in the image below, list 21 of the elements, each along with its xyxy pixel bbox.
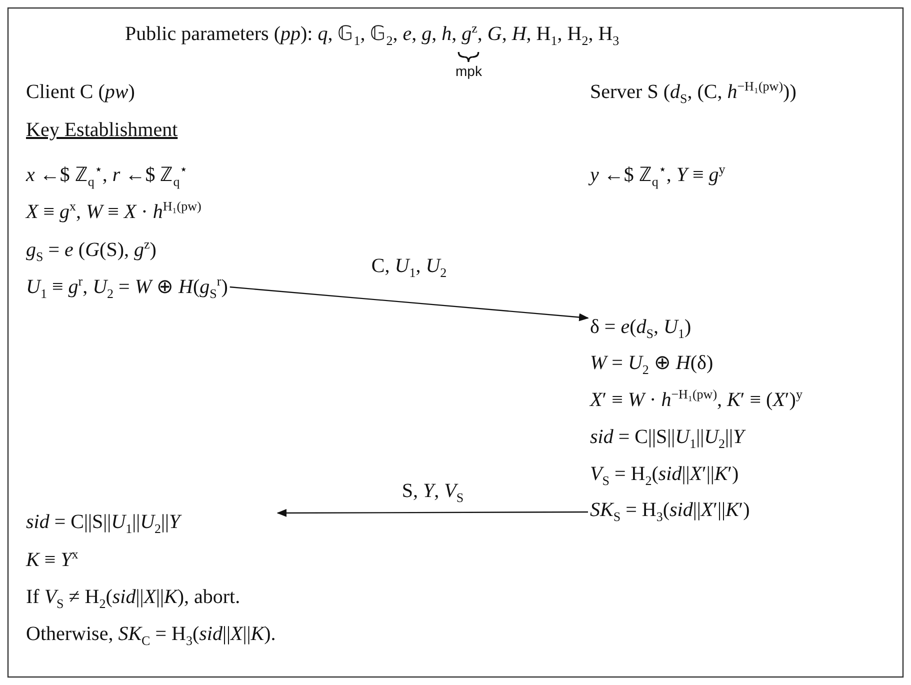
formula-line: U$_{1}$ ≡ g$^{r}$, U$_{2}$ = W ⊕ H(g$_{S}$$^{r}$): [26, 275, 228, 299]
party-heading: Client C (pw): [26, 80, 135, 104]
formula-line: X′ ≡ W · h$^{−H₁(pw)}$, K′ ≡ (X′)$^{y}$: [590, 388, 802, 412]
formula-line: W = U$_{2}$ ⊕ H(δ): [590, 351, 714, 375]
arrow: [230, 286, 589, 322]
party-heading: Server S (d$_{S}$, (C, h$^{−H₁(pw)}$)): [590, 80, 796, 104]
brace-label: mpk: [456, 63, 482, 79]
formula-line: K ≡ Y$^{x}$: [26, 548, 78, 572]
formula-line: sid = C||S||U$_{1}$||U$_{2}$||Y: [26, 510, 180, 534]
formula-line: SK$_{S}$ = H$_{3}$(sid||X′||K′): [590, 498, 750, 522]
formula-line: X ≡ g$^{x}$, W ≡ X · h$^{H₁(pw)}$: [26, 200, 202, 224]
formula-line: δ = e(d$_{S}$, U$_{1}$): [590, 315, 692, 339]
parameters-heading: Public parameters (pp): q, 𝔾$_{1}$, 𝔾$_{2}$, e, g, h, g$^{z}$, G, H, H$_{1}$, H$_{2}$, H$_{3}$: [125, 22, 620, 46]
formula-line: If V$_{S}$ ≠ H$_{2}$(sid||X||K), abort.: [26, 585, 240, 609]
formula-line: sid = C||S||U$_{1}$||U$_{2}$||Y: [590, 425, 744, 449]
arrow: [276, 508, 588, 517]
formula-line: V$_{S}$ = H$_{2}$(sid||X′||K′): [590, 462, 739, 486]
formula-line: Otherwise, SK$_{C}$ = H$_{3}$(sid||X||K).: [26, 622, 276, 646]
formula-line: y ←$ ℤ$_{q}$$^{⋆}$, Y ≡ g$^{y}$: [590, 163, 726, 187]
section-heading: Key Establishment: [26, 118, 178, 142]
formula-line: g$_{S}$ = e (G(S), g$^{z}$): [26, 238, 156, 262]
